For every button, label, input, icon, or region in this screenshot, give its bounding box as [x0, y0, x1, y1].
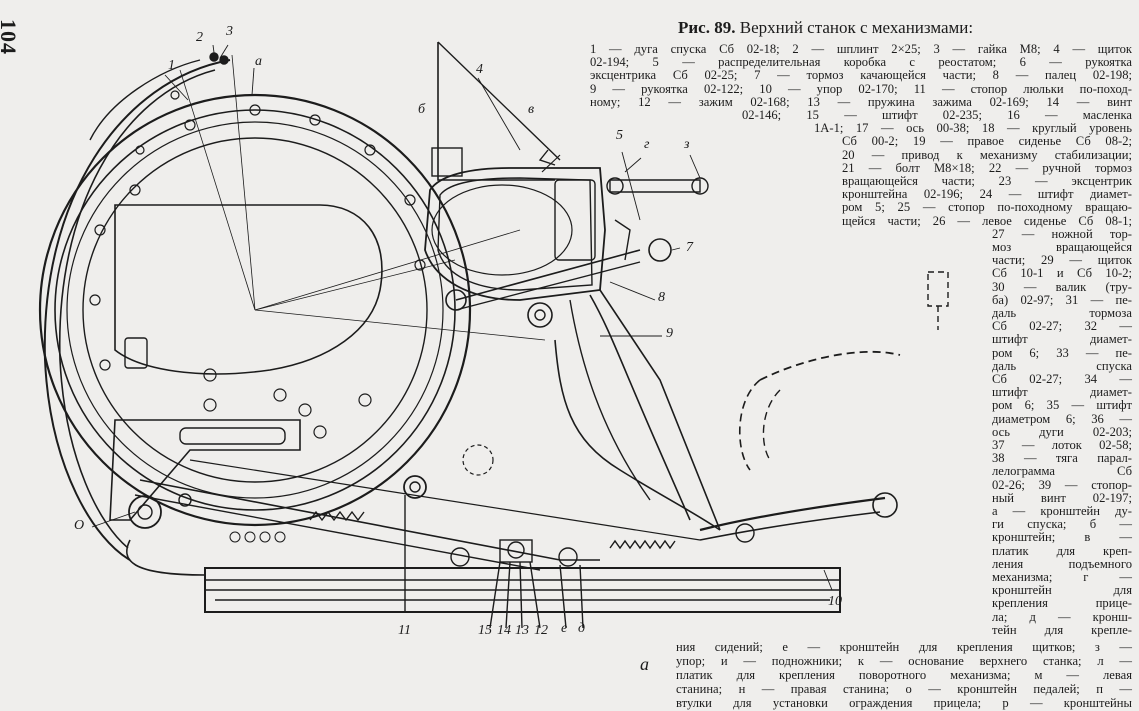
legend-line: 1 — дуга спуска Сб 02-18; 2 — шплинт 2×2… — [590, 42, 1132, 56]
callout-7: 7 — [686, 240, 693, 255]
figure-number: Рис. 89. — [678, 18, 736, 37]
legend-line: 30 — валик (тру- — [992, 279, 1132, 294]
legend-line: части; 29 — щиток — [992, 253, 1132, 268]
legend-line: ги спуска; б — — [992, 517, 1132, 532]
callout-e: е — [561, 621, 568, 636]
legend-line: ось дуги 02-203; — [992, 424, 1132, 439]
legend-line: 27 — ножной тор- — [992, 226, 1132, 241]
legend-line: щейся части; 26 — левое сиденье Сб 08-1; — [842, 213, 1132, 228]
legend-line: платик для креп- — [992, 543, 1132, 558]
callout-g: г — [644, 137, 650, 152]
legend-line: механизма; г — — [992, 570, 1132, 584]
callout-1: 1 — [168, 58, 175, 73]
legend-line: 37 — лоток 02-58; — [992, 438, 1132, 452]
legend-line: ром 6; 33 — пе- — [992, 345, 1132, 360]
callout-2: 2 — [196, 30, 203, 45]
callout-5: 5 — [616, 128, 623, 143]
legend-line: Сб 02-27; 32 — — [992, 319, 1132, 334]
legend-line: 20 — привод к механизму стабилизации; — [842, 147, 1132, 162]
callout-13: 13 — [515, 623, 529, 638]
figure-title: Верхний станок с механизмами: — [739, 18, 974, 37]
legend-line: диаметром 6; 36 — — [992, 411, 1132, 426]
legend-line: лелограмма Сб — [992, 464, 1132, 479]
legend-line: а — кронштейн ду- — [992, 504, 1132, 518]
legend-line: Сб 02-27; 34 — — [992, 372, 1132, 386]
legend-line: кронштейна 02-196; 24 — штифт диамет- — [842, 187, 1132, 202]
legend-line: Сб 10-1 и Сб 10-2; — [992, 266, 1132, 281]
legend-line: ления подъемного — [992, 556, 1132, 571]
callout-z: з — [684, 137, 690, 152]
callout-10: 10 — [828, 594, 842, 609]
figure-legend: 1 — дуга спуска Сб 02-18; 2 — шплинт 2×2… — [590, 42, 1132, 642]
legend-line: Сб 00-2; 19 — правое сиденье Сб 08-2; — [842, 134, 1132, 149]
legend-line: вращающейся части; 23 — эксцентрик — [842, 174, 1132, 188]
legend-bottom-line: платик для крепления поворотного механиз… — [676, 668, 1132, 682]
callout-9: 9 — [666, 326, 673, 341]
legend-line: кронштейн; в — — [992, 530, 1132, 545]
figure-letter: а — [640, 654, 649, 674]
legend-line: тейн для крепле- — [992, 622, 1132, 637]
legend-line: даль тормоза — [992, 306, 1132, 320]
legend-line: даль спуска — [992, 358, 1132, 373]
callout-b: б — [418, 102, 426, 117]
legend-line: 02-26; 39 — стопор- — [992, 477, 1132, 492]
legend-line: моз вращающейся — [992, 240, 1132, 254]
callout-12: 12 — [534, 623, 548, 638]
legend-line: крепления прице- — [992, 596, 1132, 611]
legend-line: ром 6; 35 — штифт — [992, 398, 1132, 413]
legend-line: 02-194; 5 — распределительная коробка с … — [590, 55, 1132, 70]
legend-line: 21 — болт М8×18; 22 — ручной тормоз — [842, 160, 1132, 175]
legend-line: эксцентрика Сб 02-25; 7 — тормоз качающе… — [590, 68, 1132, 83]
legend-line: 02-146; 15 — штифт 02-235; 16 — масленка — [742, 108, 1132, 122]
legend-line: 38 — тяга парал- — [992, 451, 1132, 466]
callout-8: 8 — [658, 290, 665, 305]
callout-15: 15 — [478, 623, 492, 638]
legend-line: 1А-1; 17 — ось 00-38; 18 — круглый урове… — [814, 121, 1132, 136]
legend-bottom-line: станина; н — правая станина; о — кронште… — [676, 682, 1132, 696]
callout-4: 4 — [476, 62, 483, 77]
callout-v: в — [528, 102, 535, 117]
legend-line: 9 — рукоятка 02-122; 10 — упор 02-170; 1… — [590, 81, 1132, 96]
callout-3: 3 — [226, 24, 233, 39]
callout-a: а — [255, 54, 262, 69]
legend-line: кронштейн для — [992, 583, 1132, 598]
legend-line: штифт диамет- — [992, 332, 1132, 347]
legend-line: ром 5; 25 — стопор по-походному вращаю- — [842, 200, 1132, 215]
legend-line: ный винт 02-197; — [992, 490, 1132, 505]
legend-line: ба) 02-97; 31 — пе- — [992, 292, 1132, 307]
callout-o: О — [74, 518, 85, 533]
figure-caption: Рис. 89. Верхний станок с механизмами: — [678, 18, 973, 38]
figure-legend-continued: ния сидений; е — кронштейн для крепления… — [676, 640, 1132, 710]
callout-11: 11 — [398, 623, 411, 638]
legend-line: штифт диамет- — [992, 385, 1132, 400]
legend-bottom-line: ния сидений; е — кронштейн для крепления… — [676, 640, 1132, 654]
legend-bottom-line: упор; и — подножники; к — основание верх… — [676, 654, 1132, 668]
legend-line: ла; д — кронш- — [992, 609, 1132, 624]
callout-14: 14 — [497, 623, 511, 638]
legend-bottom-line: втулки для установки ограждения прицела;… — [676, 696, 1132, 710]
legend-line: ному; 12 — зажим 02-168; 13 — пружина за… — [590, 94, 1132, 109]
callout-d: д — [578, 621, 586, 636]
